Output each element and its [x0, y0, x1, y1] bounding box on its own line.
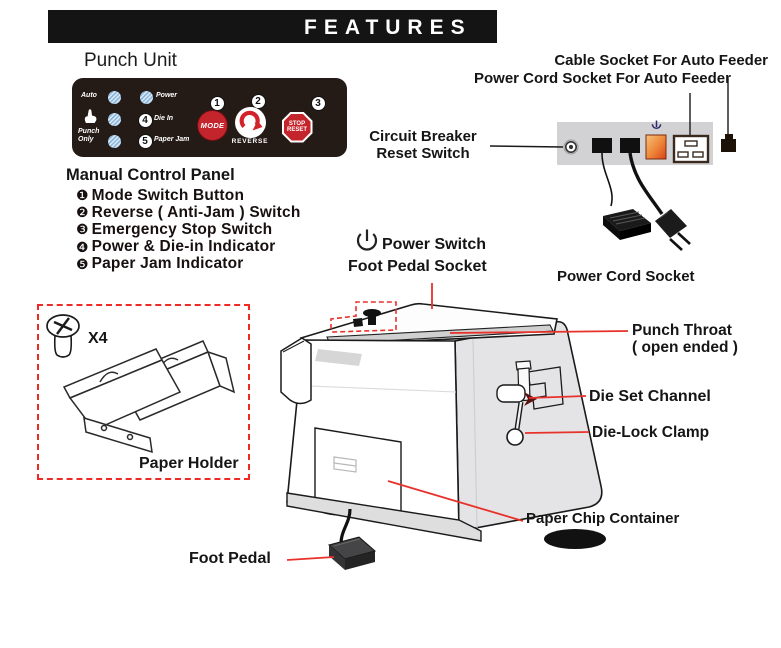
paper-holder-box — [37, 304, 250, 480]
list-bullet: ❶ — [76, 187, 89, 204]
leader-foot-pedal — [286, 556, 335, 561]
leader-die-lock-clamp — [524, 431, 590, 434]
circuit-breaker-icon — [563, 139, 579, 155]
list-label: Emergency Stop Switch — [91, 220, 273, 238]
power-switch-knob — [353, 309, 381, 327]
list-label: Reverse ( Anti-Jam ) Switch — [91, 203, 301, 221]
manual-panel-title: Manual Control Panel — [66, 166, 235, 184]
circuit-breaker-line1: Circuit Breaker — [369, 128, 477, 145]
power-cord-socket-icon — [672, 134, 710, 164]
foot-pedal-wire — [601, 152, 613, 207]
feature-list: ❶ Mode Switch Button ❷ Reverse ( Anti-Ja… — [76, 187, 301, 273]
paper-jam-led-label: Paper Jam — [154, 136, 190, 143]
foot-pedal-socket-label: Foot Pedal Socket — [348, 258, 487, 275]
leader-die-set-channel — [528, 395, 587, 399]
power-switch-label: Power Switch — [382, 236, 487, 253]
list-item: ❷ Reverse ( Anti-Jam ) Switch — [76, 204, 301, 221]
die-in-led-label: Die In — [154, 115, 174, 122]
features-header-bar: FEATURES — [48, 10, 497, 43]
badge-3: 3 — [310, 95, 326, 111]
list-item: ❹ Power & Die-in Indicator — [76, 238, 301, 256]
paper-jam-led — [107, 134, 121, 148]
auto-led — [107, 90, 121, 104]
badge-5: 5 — [137, 133, 153, 149]
list-bullet: ❺ — [76, 255, 89, 272]
foot-pedal-socket-icon — [592, 138, 612, 153]
power-switch-dashed-outline — [330, 301, 397, 333]
die-set-channel-label: Die Set Channel — [589, 388, 711, 405]
punch-throat-label: Punch Throat ( open ended ) — [632, 322, 738, 356]
leader-circuit-breaker — [489, 145, 564, 148]
punch-only-label-line2: Only — [78, 135, 94, 143]
paper-holder-label: Paper Holder — [139, 455, 239, 472]
power-rocker-switch-icon — [645, 120, 667, 160]
reverse-button — [235, 107, 266, 138]
list-item: ❸ Emergency Stop Switch — [76, 221, 301, 238]
power-cord-wire — [628, 152, 664, 215]
list-item: ❺ Paper Jam Indicator — [76, 255, 301, 273]
paper-holder-illustration — [46, 314, 236, 454]
paper-chip-door — [314, 427, 402, 517]
leader-punch-throat — [449, 330, 629, 334]
paper-holder-brackets — [62, 340, 236, 454]
reset-label: RESET — [286, 127, 307, 133]
foot-pedal-label: Foot Pedal — [189, 550, 271, 567]
auto-led-label: Auto — [81, 92, 97, 99]
list-item: ❶ Mode Switch Button — [76, 187, 301, 204]
reverse-button-label: REVERSE — [231, 138, 269, 145]
power-plug-illustration — [655, 209, 691, 251]
mode-button: MODE — [197, 110, 228, 141]
leader-paper-chip-container — [387, 480, 524, 522]
power-symbol-icon — [356, 229, 378, 251]
aux-socket-icon — [620, 138, 640, 153]
paper-chip-container-label: Paper Chip Container — [526, 510, 680, 527]
screw-quantity-label: X4 — [88, 330, 108, 347]
list-label: Power & Die-in Indicator — [91, 238, 276, 256]
hand-press-icon — [84, 109, 97, 123]
die-lock-clamp-label: Die-Lock Clamp — [592, 424, 710, 441]
power-led — [139, 90, 153, 104]
punch-unit-label: Punch Unit — [84, 50, 177, 71]
auto-feeder-cable-connector-icon — [721, 134, 736, 152]
badge-4: 4 — [137, 112, 153, 128]
page-title: FEATURES — [304, 16, 472, 39]
screw-icon — [46, 314, 80, 358]
stop-reset-button: STOP RESET — [280, 110, 314, 144]
stop-label: STOP — [288, 120, 306, 127]
badge-1: 1 — [209, 95, 225, 111]
punch-machine-illustration — [280, 301, 606, 570]
list-bullet: ❸ — [76, 221, 89, 238]
list-bullet: ❹ — [76, 238, 89, 255]
list-bullet: ❷ — [76, 204, 89, 221]
circuit-breaker-label: Circuit Breaker Reset Switch — [356, 128, 490, 162]
circuit-breaker-line2: Reset Switch — [376, 145, 470, 162]
cable-socket-feeder-label: Cable Socket For Auto Feeder — [554, 52, 768, 69]
power-led-label: Power — [156, 92, 178, 99]
punch-throat-line2: ( open ended ) — [632, 339, 738, 356]
power-cord-socket-feeder-label: Power Cord Socket For Auto Feeder — [474, 70, 731, 87]
foot-pedal-small-illustration — [603, 209, 651, 240]
punch-led — [107, 113, 121, 126]
socket-panel-illustration — [557, 120, 736, 251]
punch-only-label-line1: Punch — [78, 128, 100, 135]
list-label: Paper Jam Indicator — [91, 255, 244, 273]
punch-throat-line1: Punch Throat — [632, 322, 732, 339]
die-lock-clamp-knob — [506, 428, 524, 446]
reverse-arrow-icon — [239, 110, 263, 131]
machine-foot — [544, 529, 606, 549]
manual-control-panel-illustration: Auto Power 4 Die In Punch Only 5 Paper J… — [72, 78, 347, 157]
red-leader-lines — [286, 283, 629, 561]
foot-pedal-illustration — [327, 536, 377, 570]
power-cord-socket-label: Power Cord Socket — [557, 268, 695, 285]
list-label: Mode Switch Button — [91, 186, 245, 204]
